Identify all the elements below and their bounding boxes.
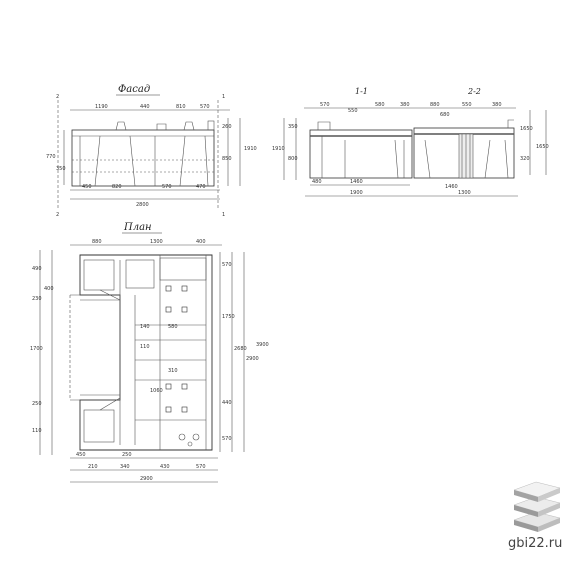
dim-label: 680 (440, 112, 450, 118)
dim-label: 110 (32, 428, 42, 434)
dim-label: 880 (92, 239, 102, 245)
dim-label: 470 (196, 184, 206, 190)
dim-label: 1300 (150, 239, 163, 245)
brand-logo-icon (513, 481, 561, 532)
facade-title: Фасад (118, 84, 150, 95)
dim-label: 380 (400, 102, 410, 108)
dim-label: 810 (176, 104, 186, 110)
dim-label: 570 (200, 104, 210, 110)
watermark-text: gbi22.ru (508, 536, 563, 551)
section-1-title: 1-1 (355, 87, 368, 96)
dim-label: 820 (112, 184, 122, 190)
dim-label: 440 (222, 400, 232, 406)
dim-label: 250 (32, 401, 42, 407)
section-2-title: 2-2 (467, 87, 481, 96)
dim-label: 1650 (520, 126, 533, 132)
dim-label: 1060 (150, 388, 163, 394)
dim-label: 1700 (30, 346, 43, 352)
plan-view (39, 244, 245, 483)
dim-label: 230 (32, 296, 42, 302)
dim-label: 570 (196, 464, 206, 470)
dim-label: 350 (288, 124, 298, 130)
dim-label: 480 (312, 179, 322, 185)
dim-label: 1750 (222, 314, 235, 320)
dim-label: 430 (160, 464, 170, 470)
dim-label: 400 (196, 239, 206, 245)
dim-label: 880 (430, 102, 440, 108)
dim-label: 1460 (350, 179, 363, 185)
sections-view (283, 107, 547, 197)
dim-label: 2800 (136, 202, 149, 208)
dim-label: 550 (462, 102, 472, 108)
dim-label: 800 (288, 156, 298, 162)
axis-marker-left-top: 2 (56, 94, 59, 100)
dim-label: 2680 (234, 346, 247, 352)
dim-label: 570 (222, 436, 232, 442)
dim-label: 400 (44, 286, 54, 292)
dim-label: 550 (348, 108, 358, 114)
dim-label: 140 (140, 324, 150, 330)
dim-label: 850 (222, 156, 232, 162)
plan-title: План (123, 222, 152, 233)
dim-label: 450 (82, 184, 92, 190)
facade-view (57, 100, 241, 210)
dim-label: 490 (32, 266, 42, 272)
dim-label: 570 (222, 262, 232, 268)
dim-label: 1900 (350, 190, 363, 196)
dim-label: 340 (120, 464, 130, 470)
dim-label: 380 (492, 102, 502, 108)
dim-label: 2900 (140, 476, 153, 482)
dim-label: 260 (222, 124, 232, 130)
dim-label: 1650 (536, 144, 549, 150)
dim-label: 350 (56, 166, 66, 172)
dim-label: 1910 (244, 146, 257, 152)
dim-label: 250 (122, 452, 132, 458)
dim-label: 570 (162, 184, 172, 190)
dim-label: 2900 (246, 356, 259, 362)
dim-label: 440 (140, 104, 150, 110)
dim-label: 320 (520, 156, 530, 162)
dim-label: 570 (320, 102, 330, 108)
axis-marker-right-top: 1 (222, 94, 225, 100)
axis-marker-right-bottom: 1 (222, 212, 225, 218)
dim-label: 1910 (272, 146, 285, 152)
dim-label: 580 (375, 102, 385, 108)
dim-label: 580 (168, 324, 178, 330)
dim-label: 1300 (458, 190, 471, 196)
dim-label: 1460 (445, 184, 458, 190)
dim-label: 310 (168, 368, 178, 374)
dim-label: 110 (140, 344, 150, 350)
dim-label: 1190 (95, 104, 108, 110)
dim-label: 3900 (256, 342, 269, 348)
axis-marker-left-bottom: 2 (56, 212, 59, 218)
dim-label: 450 (76, 452, 86, 458)
dim-label: 210 (88, 464, 98, 470)
dim-label: 770 (46, 154, 56, 160)
